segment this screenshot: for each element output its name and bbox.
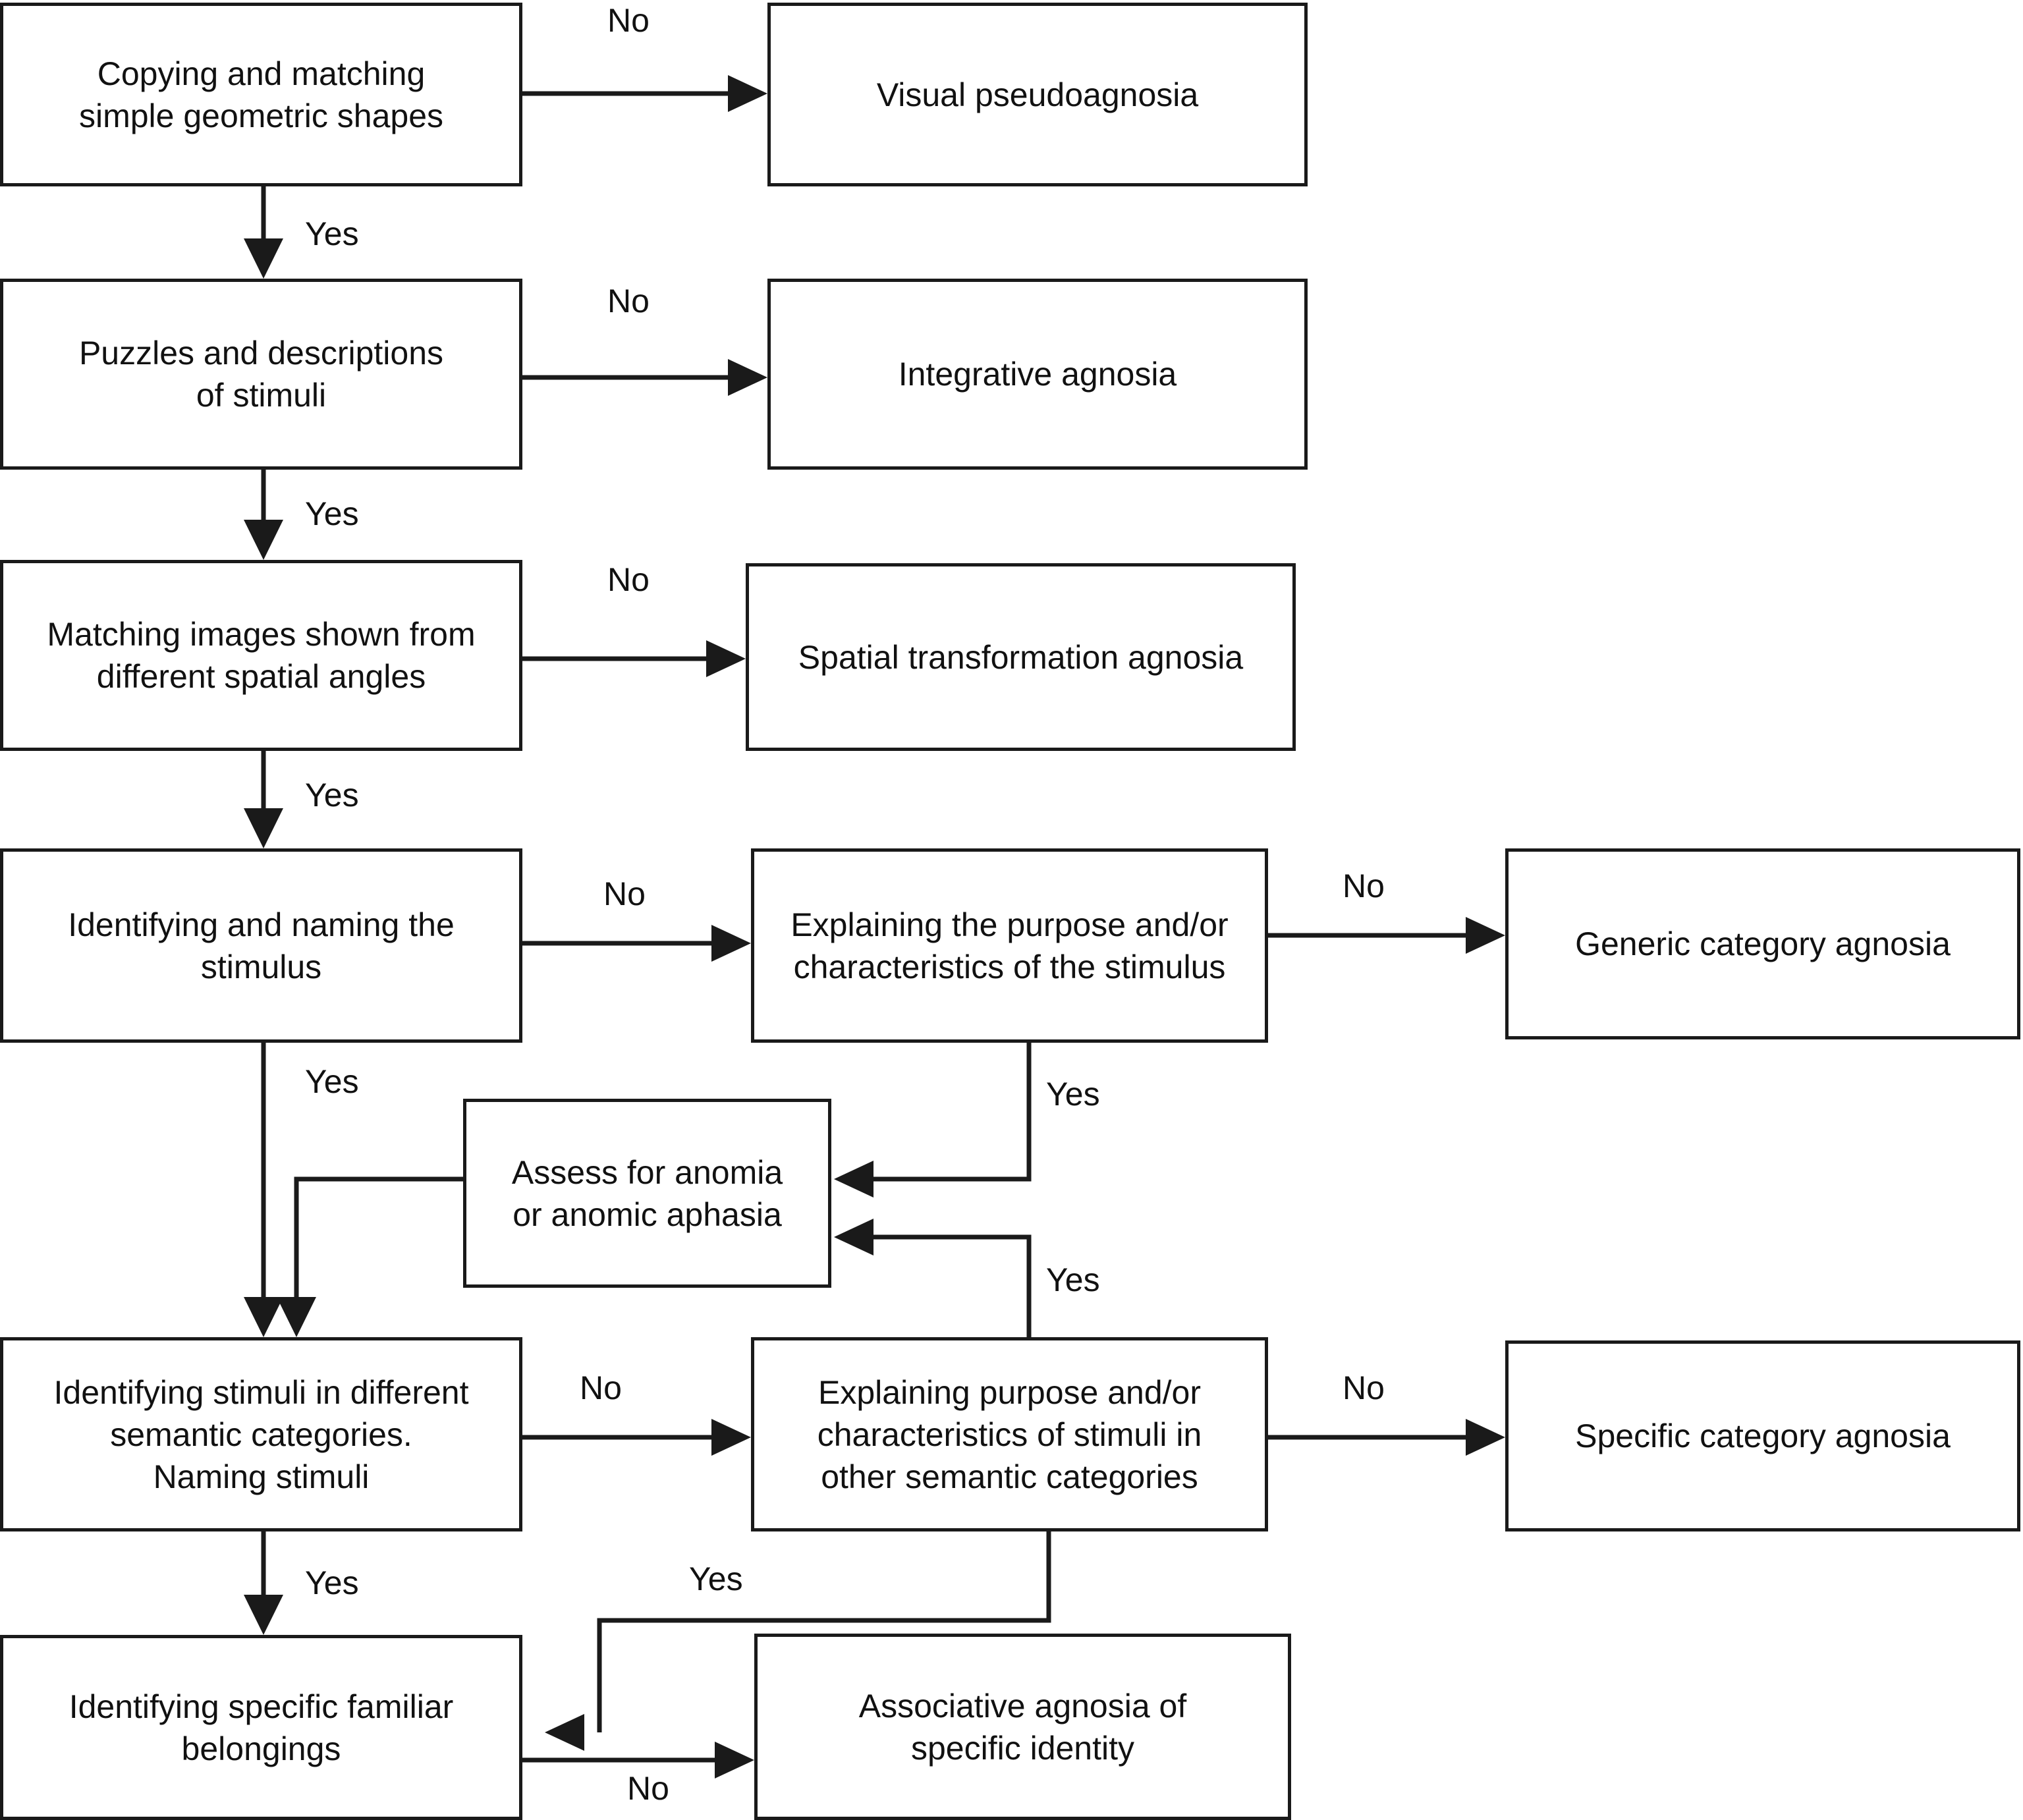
node-line: specific identity [910, 1729, 1135, 1767]
node-line: belongings [181, 1730, 341, 1767]
node-line: stimulus [200, 948, 322, 985]
arrowhead-n7-n8 [711, 1419, 751, 1456]
node-puzzles-descriptions[interactable]: Puzzles and descriptions of stimuli [0, 279, 522, 470]
edge-label-n9-o6-no: No [627, 1770, 669, 1807]
edge-label-n3-o3-no: No [607, 561, 650, 598]
arrowhead-n9-o6 [715, 1742, 754, 1779]
edge-label-n7-n8-no: No [580, 1369, 622, 1406]
edge-n8-n9 [597, 1531, 1051, 1732]
node-explaining-purpose-stimulus[interactable]: Explaining the purpose and/or characteri… [751, 848, 1268, 1043]
edge-label-n4-n5-no: No [603, 875, 646, 912]
edge-label-n1-n2-yes: Yes [305, 215, 359, 252]
node-line: characteristics of the stimulus [793, 948, 1226, 985]
arrowhead-n4-n5 [711, 925, 751, 962]
node-line: or anomic aphasia [513, 1196, 782, 1233]
edge-n8-n6 [863, 1234, 1032, 1342]
node-line: Naming stimuli [153, 1458, 370, 1495]
edge-label-n7-n9-yes: Yes [305, 1564, 359, 1601]
node-line: Associative agnosia of [858, 1687, 1187, 1724]
node-identifying-semantic-categories[interactable]: Identifying stimuli in different semanti… [0, 1337, 522, 1531]
arrowhead-n3-n4 [244, 808, 283, 848]
node-visual-pseudoagnosia[interactable]: Visual pseudoagnosia [767, 3, 1308, 186]
node-line: Explaining the purpose and/or [790, 906, 1229, 943]
edge-label-n8-o5-no: No [1343, 1369, 1385, 1406]
node-line: Puzzles and descriptions [78, 335, 444, 372]
node-line: Specific category agnosia [1575, 1418, 1951, 1454]
node-line: different spatial angles [96, 658, 426, 695]
node-assess-anomia[interactable]: Assess for anomia or anomic aphasia [463, 1099, 831, 1288]
node-copying-matching-shapes[interactable]: Copying and matching simple geometric sh… [0, 3, 522, 186]
arrowhead-n8-n6 [834, 1219, 873, 1255]
arrowhead-n2-o2 [728, 359, 767, 396]
edge-label-n5-n6-yes: Yes [1046, 1076, 1100, 1113]
node-identifying-familiar-belongings[interactable]: Identifying specific familiar belongings [0, 1635, 522, 1820]
arrowhead-n3-o3 [706, 640, 746, 677]
edge-label-n4-n7-yes: Yes [305, 1063, 359, 1100]
node-line: Identifying stimuli in different [53, 1373, 469, 1411]
node-line: other semantic categories [821, 1458, 1198, 1495]
edge-label-n8-n9-yes: Yes [689, 1560, 743, 1597]
arrowhead-n6-n7 [277, 1297, 316, 1337]
edge-label-n2-n3-yes: Yes [305, 495, 359, 532]
node-generic-category-agnosia[interactable]: Generic category agnosia [1505, 848, 2020, 1039]
arrowhead-n1-n2 [244, 238, 283, 279]
edge-label-n5-o4-no: No [1343, 868, 1385, 904]
node-line: of stimuli [196, 377, 327, 414]
node-line: Assess for anomia [511, 1153, 783, 1191]
node-line: Visual pseudoagnosia [876, 76, 1199, 113]
node-line: Generic category agnosia [1575, 925, 1951, 962]
node-line: characteristics of stimuli in [817, 1416, 1202, 1453]
node-line: simple geometric shapes [78, 97, 444, 134]
node-integrative-agnosia[interactable]: Integrative agnosia [767, 279, 1308, 470]
arrowhead-n5-o4 [1466, 917, 1505, 954]
node-explaining-other-categories[interactable]: Explaining purpose and/or characteristic… [751, 1337, 1268, 1531]
node-spatial-transformation-agnosia[interactable]: Spatial transformation agnosia [746, 563, 1296, 751]
node-identifying-naming-stimulus[interactable]: Identifying and naming the stimulus [0, 848, 522, 1043]
node-line: Integrative agnosia [898, 356, 1177, 393]
node-line: Spatial transformation agnosia [798, 638, 1244, 676]
node-line: Identifying and naming the [68, 906, 455, 943]
node-line: Copying and matching [97, 55, 426, 92]
node-line: semantic categories. [110, 1416, 412, 1453]
arrowhead-n4-n7 [244, 1297, 283, 1337]
node-line: Matching images shown from [47, 616, 476, 653]
node-associative-agnosia-specific-identity[interactable]: Associative agnosia of specific identity [754, 1634, 1291, 1820]
edge-label-n1-o1-no: No [607, 2, 650, 39]
node-matching-spatial-angles[interactable]: Matching images shown from different spa… [0, 560, 522, 751]
edge-n5-n6 [863, 1043, 1032, 1182]
node-specific-category-agnosia[interactable]: Specific category agnosia [1505, 1340, 2020, 1531]
edge-n6-n7 [294, 1176, 463, 1308]
edge-label-n8-n6-yes: Yes [1046, 1261, 1100, 1298]
arrowhead-n2-n3 [244, 520, 283, 560]
arrowhead-n1-o1 [728, 75, 767, 112]
arrowhead-n7-n9 [244, 1595, 283, 1635]
edge-label-n3-n4-yes: Yes [305, 777, 359, 813]
arrowhead-n8-n9 [545, 1714, 584, 1751]
arrowhead-n5-n6 [834, 1161, 873, 1198]
edge-label-n2-o2-no: No [607, 283, 650, 319]
node-line: Explaining purpose and/or [818, 1373, 1201, 1411]
node-line: Identifying specific familiar [69, 1688, 454, 1725]
arrowhead-n8-o5 [1466, 1419, 1505, 1456]
